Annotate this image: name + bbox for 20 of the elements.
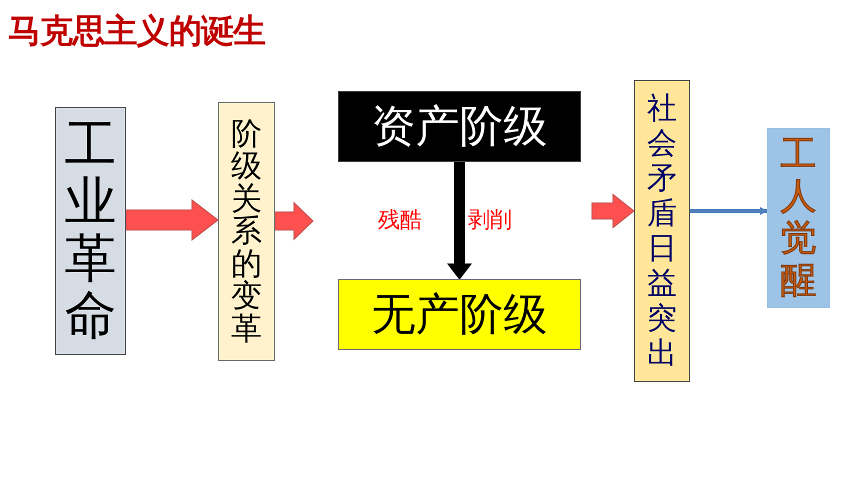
process-box: [634, 80, 690, 382]
annotation-text: 剥削: [468, 210, 512, 232]
node-text: 阶级关系的变革: [231, 118, 262, 346]
process-box: [55, 107, 126, 355]
node-text: 工人觉醒: [780, 134, 816, 302]
node-text: 无产阶级: [372, 288, 548, 342]
class-box: [338, 91, 581, 162]
title: 马克思主义的诞生: [8, 14, 266, 47]
annotation-text: 残酷: [378, 210, 422, 232]
block-arrow: [126, 198, 219, 242]
arrow: [690, 207, 768, 215]
node-text: 资产阶级: [372, 100, 548, 154]
process-box: [218, 102, 275, 361]
class-box: [338, 279, 581, 350]
node-text: 工业革命: [64, 116, 116, 346]
node-text: 社会矛盾日益突出: [647, 90, 677, 372]
block-arrow: [274, 202, 314, 240]
block-arrow: [446, 162, 472, 280]
result-box: [767, 128, 830, 308]
block-arrow: [592, 193, 635, 229]
